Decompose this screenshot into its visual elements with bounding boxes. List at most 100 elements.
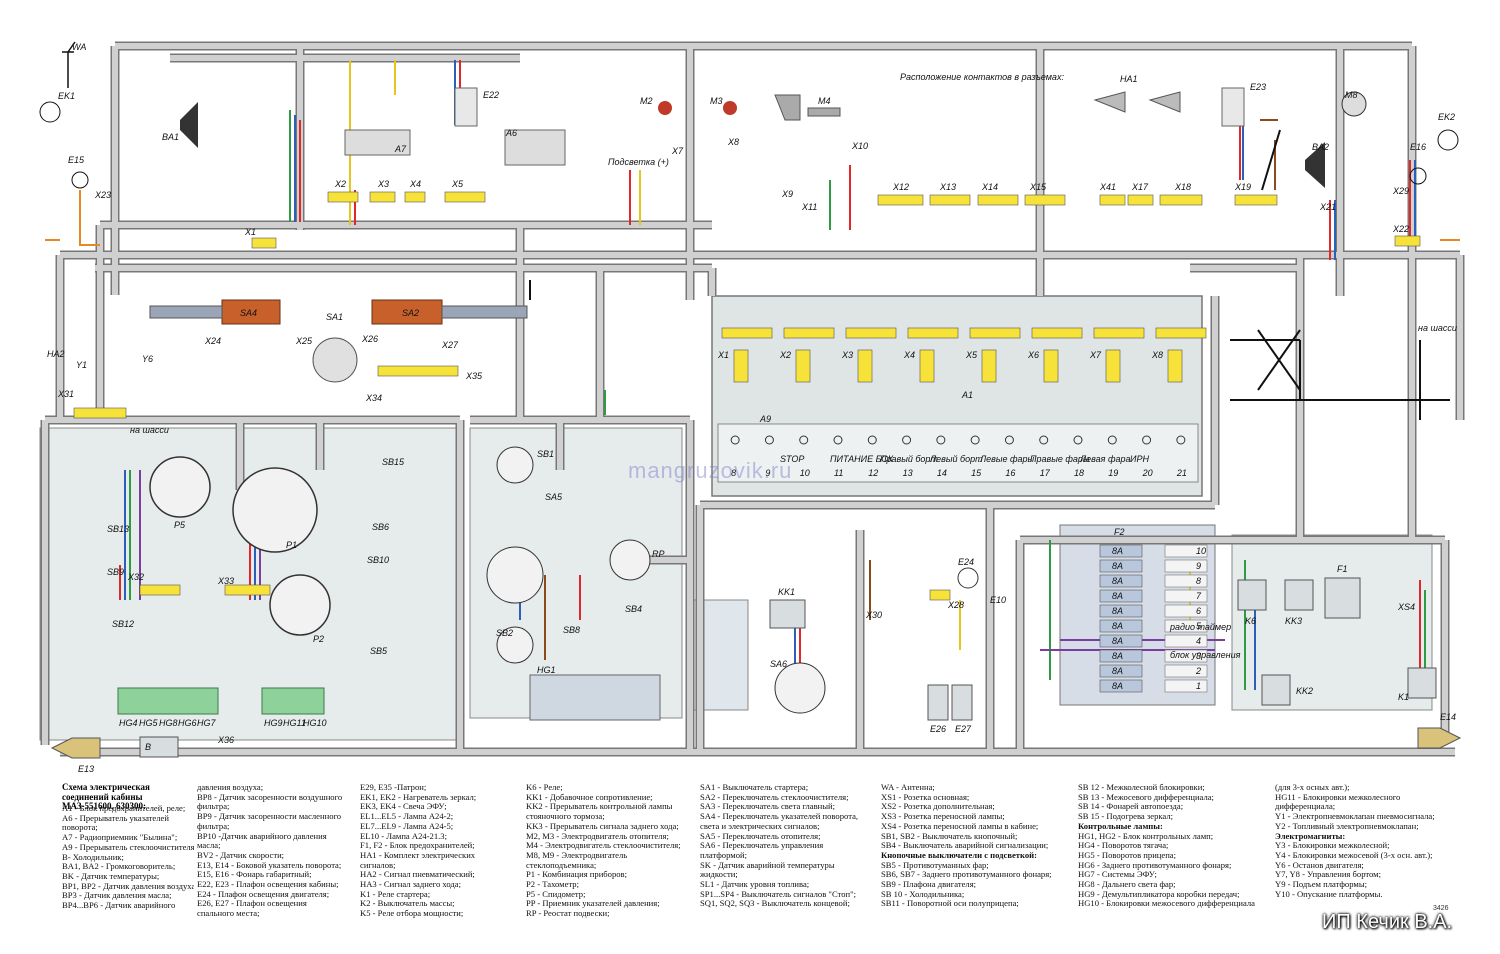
label-e14: E14	[1440, 712, 1456, 722]
fuse-slot	[1099, 619, 1143, 633]
connector-x3	[369, 191, 396, 203]
legend-line: A6 - Прерыватель указателей	[62, 812, 169, 823]
legend-line: P2 - Тахометр;	[526, 879, 579, 890]
a1-connector-strip	[845, 327, 897, 339]
a1-lamp-icon	[799, 435, 809, 445]
legend-line: HG4 - Поворотов тягача;	[1078, 840, 1169, 851]
label-sa6: SA6	[770, 659, 787, 669]
label-m8: M8	[1345, 90, 1358, 100]
legend-title: Схема электрическая соединений кабины МА…	[62, 782, 150, 812]
a1-lamp-label: Правые фары	[1030, 454, 1090, 464]
label-hg4: HG4	[119, 718, 138, 728]
label-sb5: SB5	[370, 646, 388, 656]
legend-line: Y10 - Опускание платформы.	[1275, 888, 1383, 899]
a1-lamp-icon	[1107, 435, 1117, 445]
a1-connector-socket	[981, 349, 997, 383]
legend-line: EL10 - Лампа A24-21.3;	[360, 830, 447, 841]
a1-connector-strip	[1093, 327, 1145, 339]
label-xs4: XS4	[1397, 602, 1415, 612]
legend-column-2: давления воздуха;BP8 - Датчик засореннос…	[197, 783, 355, 933]
control-lamp-slot	[1164, 649, 1208, 663]
legend-line: BP1, BP2 - Датчик давления воздуха;	[62, 880, 194, 891]
connector-x28	[929, 589, 951, 601]
a1-lamp-icon	[936, 435, 946, 445]
legend-column-1: A1 - Блок предохранителей, реле;A6 - Пре…	[62, 804, 194, 954]
fuse-slot	[1099, 559, 1143, 573]
a1-lamp-label: Левый борт	[929, 454, 983, 464]
label-sa5: SA5	[545, 492, 563, 502]
legend-line: SB 13 - Межосевого дифференциала;	[1078, 791, 1214, 802]
label-x22: X22	[1392, 224, 1409, 234]
legend-line: KK1 - Добавочное сопротивление;	[526, 791, 653, 802]
legend-line: платформой;	[700, 849, 747, 860]
label-k6: K6	[1245, 616, 1256, 626]
legend-line: KK2 - Прерыватель контрольной лампы	[526, 801, 673, 812]
relay-kk2	[1261, 674, 1291, 706]
a1-connector-socket	[733, 349, 749, 383]
panel-backgrounds	[39, 295, 1433, 741]
legend-line: Электромагниты:	[1275, 830, 1346, 841]
wire-green	[129, 110, 1426, 690]
legend-line: Кнопочные выключатели с подсветкой:	[881, 849, 1037, 860]
a1-connector-strip	[1031, 327, 1083, 339]
a1-lamp-panel	[717, 423, 1199, 483]
legend-line: A1 - Блок предохранителей, реле;	[62, 804, 186, 813]
legend-line: P1 - Комбинация приборов;	[526, 869, 627, 880]
a1-lamp-icon	[1142, 435, 1152, 445]
control-lamp-number: 9	[1196, 561, 1201, 571]
a1-connector-socket	[1167, 349, 1183, 383]
a1-lamp-label: ИРН	[1130, 454, 1149, 464]
switch-sa2-body	[371, 299, 443, 325]
harness-center-down	[470, 417, 693, 750]
a1-lamp-label: ПИТАНИЕ БСК	[830, 454, 894, 464]
label-x29: X29	[1392, 186, 1409, 196]
control-lamp-slot	[1164, 559, 1208, 573]
connector-x14	[977, 194, 1019, 206]
legend-line: Y4 - Блокировки межосевой (3-х осн. авт.…	[1275, 849, 1433, 860]
legend-line: K6 - Реле;	[526, 783, 563, 792]
label-a6: A6	[505, 128, 517, 138]
label-sa2: SA2	[402, 308, 419, 318]
legend-line: SA1 - Выключатель стартера;	[700, 783, 809, 792]
legend-line: E26, E27 - Плафон освещения	[197, 898, 307, 909]
a1-lamp-icon	[970, 435, 980, 445]
harness-left-loop	[42, 417, 463, 752]
label-x23: X23	[94, 190, 111, 200]
label-m3: M3	[710, 96, 723, 106]
button-sb1	[496, 446, 534, 484]
legend-line: света и электрических сигналов;	[700, 820, 820, 831]
chassis-label-left: на шасси	[130, 425, 169, 435]
label-x34: X34	[365, 393, 382, 403]
relay-k6	[1237, 579, 1267, 611]
ignition-sa1-icon	[312, 337, 358, 383]
a1-lamp-number: 15	[971, 468, 982, 478]
label-x33: X33	[217, 576, 234, 586]
legend-line: SK - Датчик аварийной температуры	[700, 859, 835, 870]
legend-line: фильтра;	[197, 820, 230, 831]
legend-line: фильтра;	[197, 801, 230, 812]
control-lamp-slot	[1164, 604, 1208, 618]
harness-bundles	[42, 43, 1463, 755]
legend-column-5: SA1 - Выключатель стартера;SA2 - Переклю…	[700, 783, 878, 933]
dome-lamp-e24	[957, 567, 979, 589]
fuse-rating: 8A	[1112, 651, 1123, 661]
control-lamp-slot	[1164, 664, 1208, 678]
a1-connector-strip	[783, 327, 835, 339]
fuse-rating: 8A	[1112, 636, 1123, 646]
fuse-rating: 8A	[1112, 621, 1123, 631]
legend-line: SB 12 - Межколесной блокировки;	[1078, 783, 1205, 792]
label-hg7: HG7	[197, 718, 217, 728]
a1-lamp-icon	[1176, 435, 1186, 445]
legend-line: EK1, EK2 - Нагреватель зеркал;	[360, 791, 477, 802]
legend-line: XS2 - Розетка дополнительная;	[881, 801, 995, 812]
label-ba2: BA2	[1312, 142, 1329, 152]
marker-lamp-right-icon	[1409, 167, 1427, 185]
control-lamp-number: 5	[1196, 621, 1202, 631]
a1-lamp-label: STOP	[780, 454, 804, 464]
legend-line: XS4 - Розетка переносной лампы в кабине;	[881, 820, 1039, 831]
a1-lamp-icon	[1073, 435, 1083, 445]
control-lamp-slot	[1164, 544, 1208, 558]
legend-line: SA2 - Переключатель стеклоочистителя;	[700, 791, 849, 802]
label-x18: X18	[1174, 182, 1191, 192]
